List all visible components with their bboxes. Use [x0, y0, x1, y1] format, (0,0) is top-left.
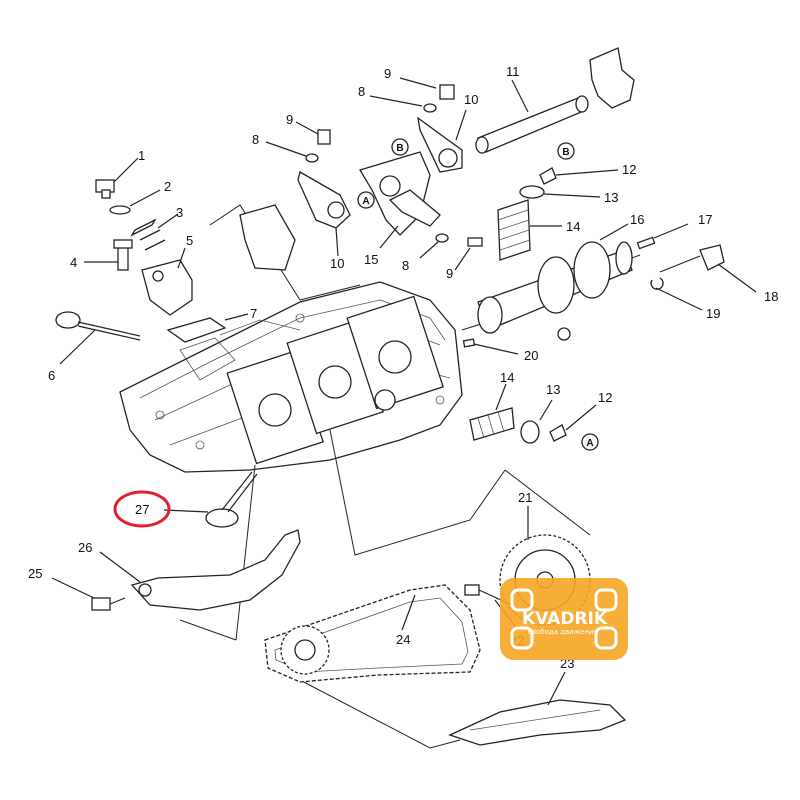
cylinder-head [119, 281, 463, 473]
part-12-keepers [539, 167, 619, 442]
label-18: 18 [764, 289, 778, 304]
label-7: 7 [250, 306, 257, 321]
label-17: 17 [698, 212, 712, 227]
circle-label-a2: A [586, 438, 593, 449]
label-12b: 12 [598, 390, 612, 405]
part-4-bolt [84, 239, 133, 271]
part-16-camshaft [477, 223, 633, 341]
part-17-pin [636, 223, 689, 250]
kvadrik-logo: KVADRIK свобода движения [500, 578, 628, 660]
label-10b: 10 [330, 256, 344, 271]
label-24: 24 [396, 632, 410, 647]
part-2-washer [109, 189, 161, 215]
highlight-circle-27 [113, 490, 171, 528]
circle-label-b2: B [562, 147, 569, 158]
part-1-bolt [95, 157, 139, 199]
crank-sprocket [280, 625, 330, 675]
part-14-springs [469, 199, 562, 441]
logo-subtitle: свобода движения [528, 628, 598, 636]
label-13a: 13 [604, 190, 618, 205]
part-13-retainers [519, 185, 601, 444]
label-1: 1 [138, 148, 145, 163]
part-20-dowel [462, 338, 519, 355]
label-27: 27 [135, 502, 149, 517]
part-10-rocker-arms [297, 109, 467, 257]
part-26-tensioner-blade [99, 529, 301, 611]
label-21: 21 [518, 490, 532, 505]
label-8b: 8 [252, 132, 259, 147]
label-3: 3 [176, 205, 183, 220]
label-14a: 14 [566, 219, 580, 234]
part-25-bolt [51, 577, 126, 611]
rocker-bracket [589, 47, 635, 109]
part-19-clip [650, 277, 703, 311]
circle-label-b1: B [396, 143, 403, 154]
part-6-valve [55, 311, 141, 365]
part-5-tensioner [141, 247, 193, 316]
label-26: 26 [78, 540, 92, 555]
part-11-rocker-shaft [475, 79, 589, 154]
part-8-9-adjusters [265, 77, 483, 271]
label-4: 4 [70, 255, 77, 270]
part-3-spring [130, 213, 179, 251]
logo-text: KVADRIK [522, 609, 608, 629]
label-11: 11 [506, 64, 520, 79]
circle-labels: A B B A [357, 138, 599, 451]
part-15-lever [388, 189, 441, 227]
label-15: 15 [364, 252, 378, 267]
part-7-gasket [166, 313, 249, 343]
label-14b: 14 [500, 370, 514, 385]
label-19: 19 [706, 306, 720, 321]
label-20: 20 [524, 348, 538, 363]
label-25: 25 [28, 566, 42, 581]
label-2: 2 [164, 179, 171, 194]
label-6: 6 [48, 368, 55, 383]
label-8c: 8 [402, 258, 409, 273]
label-16: 16 [630, 212, 644, 227]
label-5: 5 [186, 233, 193, 248]
part-23-chain-guide [448, 671, 627, 746]
label-9b: 9 [286, 112, 293, 127]
label-9c: 9 [446, 266, 453, 281]
part-27-valve [163, 471, 258, 528]
part-labels: 1 2 3 4 5 6 7 8 8 8 9 9 9 10 10 11 12 12… [28, 64, 778, 671]
label-12a: 12 [622, 162, 636, 177]
part-18-shaft [659, 244, 757, 293]
circle-label-a1: A [362, 196, 369, 207]
label-13b: 13 [546, 382, 560, 397]
label-9a: 9 [384, 66, 391, 81]
label-8a: 8 [358, 84, 365, 99]
label-10a: 10 [464, 92, 478, 107]
